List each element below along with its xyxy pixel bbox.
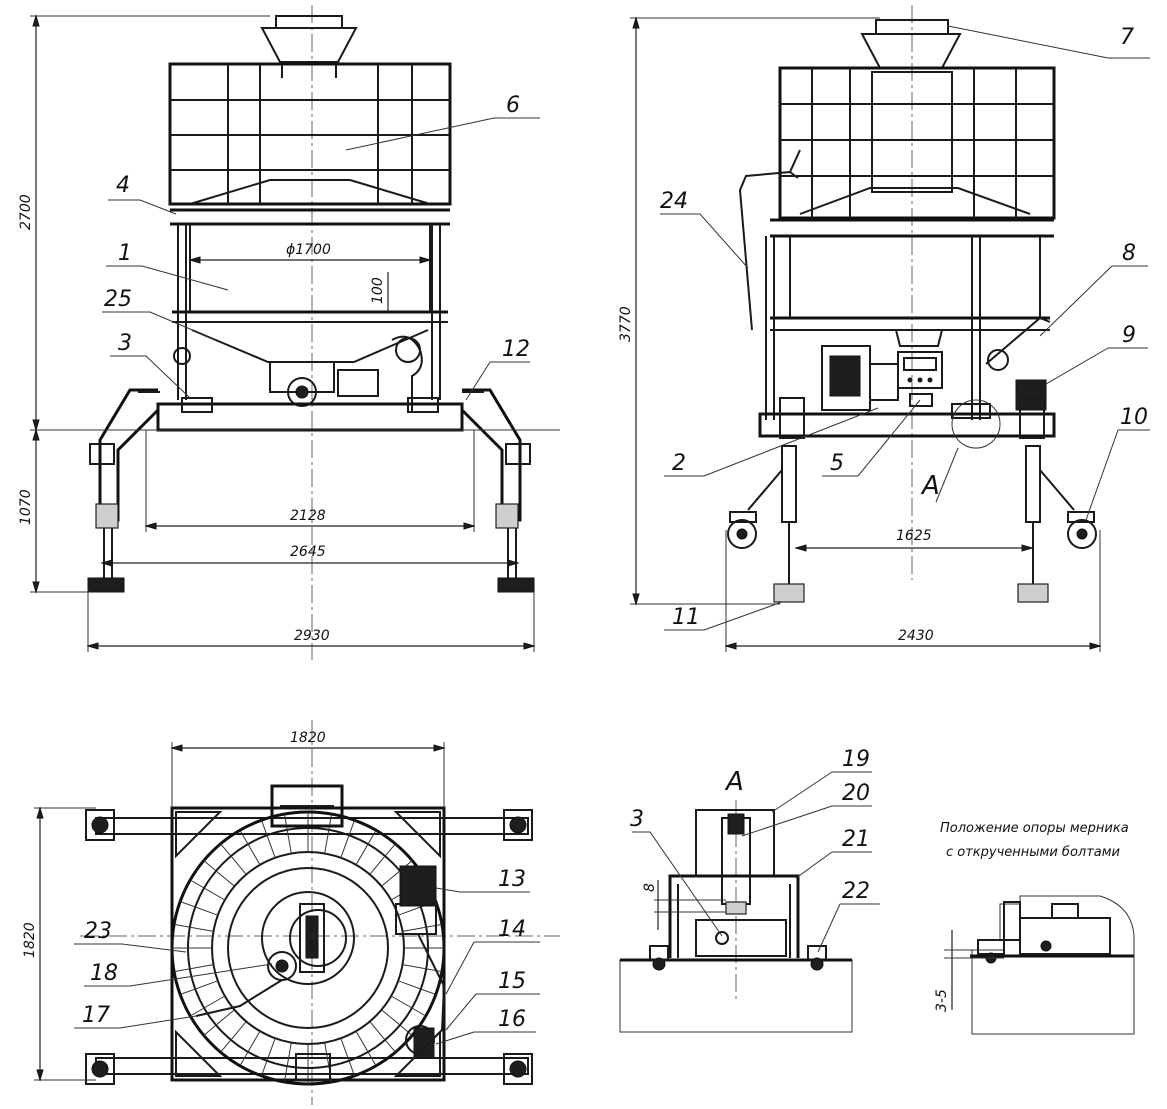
callout-1: 1 [118, 241, 132, 266]
dim-plan-depth: 1820 [22, 922, 38, 958]
callout-2: 2 [672, 451, 686, 476]
dim-detail-gap: 8 [642, 883, 658, 892]
callout-23: 23 [84, 919, 112, 944]
plan-view-labels: 1820 1820 13 23 14 18 15 16 17 [22, 730, 526, 1032]
grating-bar [203, 1009, 235, 1036]
grating-bar [283, 1042, 292, 1083]
detail-a [619, 771, 880, 1033]
detail-a-labels: А 3 19 20 21 22 8 [630, 747, 870, 904]
callout-24: 24 [660, 189, 688, 214]
dim-rim-offset: 100 [370, 277, 386, 304]
grating-bar [203, 860, 235, 887]
dim-detail-gap-loose: 3-5 [934, 989, 950, 1012]
grating-bar [369, 1021, 396, 1053]
grating-bar [189, 995, 226, 1017]
dim-side-total-height: 3770 [618, 306, 634, 342]
dim-tank-diameter: ϕ1700 [286, 242, 331, 258]
grating-bar [220, 1021, 247, 1053]
grating-bar [340, 1038, 355, 1076]
grating-bar [189, 879, 226, 901]
front-view [30, 5, 560, 660]
note-line-1: Положение опоры мерника [940, 821, 1129, 836]
callout-10: 10 [1120, 405, 1148, 430]
grating-bar [180, 980, 218, 995]
grating-bar [261, 820, 276, 858]
side-view-labels: 3770 1625 2430 7 24 8 9 10 2 5 А 11 [618, 25, 1148, 644]
callout-16: 16 [498, 1007, 526, 1032]
grating-bar [381, 860, 413, 887]
grating-bar [355, 1030, 377, 1067]
callout-11: 11 [672, 605, 700, 630]
callout-5: 5 [830, 451, 844, 476]
plan-view [34, 720, 560, 1105]
callout-13: 13 [498, 867, 526, 892]
callout-9: 9 [1122, 323, 1136, 348]
callout-22: 22 [842, 879, 870, 904]
dim-span-mid: 2645 [290, 544, 326, 560]
note-line-2: с открученными болтами [946, 845, 1120, 860]
grating-bar [324, 813, 333, 854]
callout-14: 14 [498, 917, 526, 942]
callout-12: 12 [502, 337, 530, 362]
grating-bar [239, 1030, 261, 1067]
grating-bar [369, 843, 396, 875]
grating-bar [220, 843, 247, 875]
grating-bar [398, 980, 436, 995]
grating-bar [381, 1009, 413, 1036]
loosened-detail-labels: Положение опоры мерника с открученными б… [934, 821, 1129, 1012]
callout-21: 21 [842, 827, 870, 852]
dim-side-overall: 2430 [898, 628, 934, 644]
dim-span-inner: 2128 [290, 508, 326, 524]
callout-3: 3 [118, 331, 132, 356]
grating-bar [390, 995, 427, 1017]
grating-bar [239, 829, 261, 866]
callout-8: 8 [1122, 241, 1136, 266]
dim-front-base-height: 1070 [18, 489, 34, 525]
side-view [630, 5, 1150, 652]
grating-bar [340, 820, 355, 858]
callout-15: 15 [498, 969, 526, 994]
detail-title-a: А [724, 767, 744, 797]
dim-front-total-height: 2700 [18, 194, 34, 230]
dim-plan-width: 1820 [290, 730, 326, 746]
dim-span-overall: 2930 [294, 628, 330, 644]
callout-4: 4 [116, 173, 130, 198]
grating-bar [261, 1038, 276, 1076]
callout-25: 25 [104, 287, 132, 312]
callout-17: 17 [82, 1003, 110, 1028]
grating-bar [180, 901, 218, 916]
callout-6: 6 [506, 93, 520, 118]
grating-bar [173, 964, 214, 973]
callout-7: 7 [1120, 25, 1134, 50]
callout-20: 20 [842, 781, 870, 806]
callout-3-detail: 3 [630, 807, 644, 832]
section-mark-a: А [920, 471, 940, 501]
loosened-detail [944, 895, 1135, 1035]
grating-bar [283, 813, 292, 854]
front-view-labels: 2700 1070 ϕ1700 100 2128 2645 2930 4 1 2… [18, 93, 530, 644]
dim-side-wheelbase: 1625 [896, 528, 932, 544]
grating-bar [355, 829, 377, 866]
grating-bar [173, 923, 214, 932]
callout-19: 19 [842, 747, 870, 772]
callout-18: 18 [90, 961, 118, 986]
